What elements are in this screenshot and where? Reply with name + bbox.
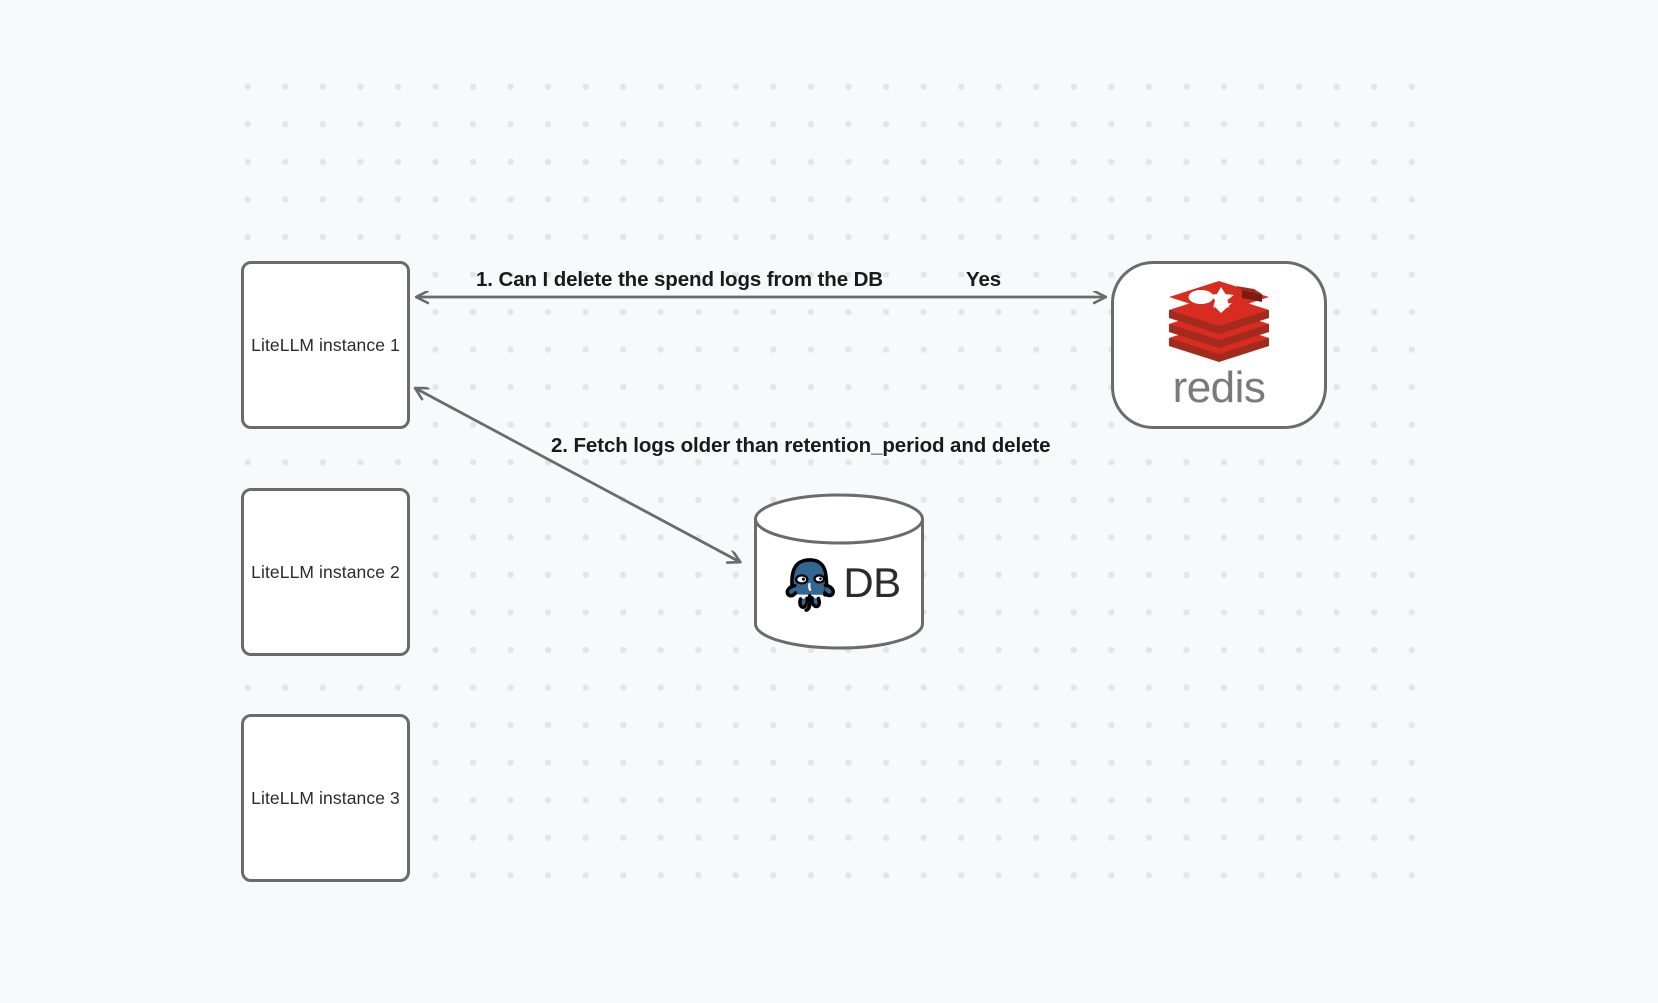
node-postgres-db[interactable]: DB [753,493,925,650]
node-litellm-instance-3[interactable]: LiteLLM instance 3 [241,714,410,882]
edge-label-question: 1. Can I delete the spend logs from the … [476,268,884,291]
node-litellm-instance-3-label: LiteLLM instance 3 [251,787,400,808]
redis-wordmark: redis [1172,363,1266,412]
postgres-db-label: DB [843,558,901,606]
node-redis[interactable]: redis [1111,261,1327,429]
redis-stack-icon [1169,281,1269,362]
postgres-elephant-icon [785,557,836,612]
redis-logo: redis [1166,280,1272,410]
edge-label-answer: Yes [966,268,1002,291]
edge-litellm1-postgres-diagonal [415,388,740,562]
node-litellm-instance-2[interactable]: LiteLLM instance 2 [241,488,410,656]
node-litellm-instance-1-label: LiteLLM instance 1 [251,334,400,355]
edge-label-fetch-delete: 2. Fetch logs older than retention_perio… [551,434,1051,457]
node-litellm-instance-1[interactable]: LiteLLM instance 1 [241,261,410,429]
node-litellm-instance-2-label: LiteLLM instance 2 [251,561,400,582]
database-cylinder-shape [754,493,924,650]
postgres-logo-row: DB [777,550,901,616]
